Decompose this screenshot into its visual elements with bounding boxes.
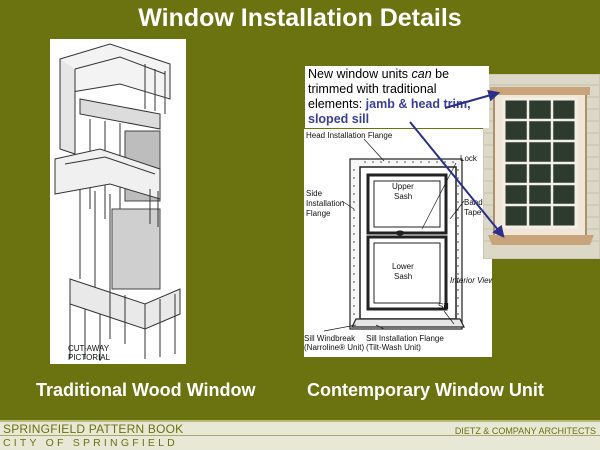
cutaway-label-1: CUT-AWAY	[68, 344, 110, 353]
label-lower-sash-2: Sash	[394, 272, 412, 281]
label-lock: Lock	[460, 154, 478, 163]
label-upper-sash-1: Upper	[392, 182, 414, 191]
contemporary-window-diagram: Head Installation Flange Side Installati…	[304, 129, 492, 357]
label-sill-windbreak-2: (Narroline® Unit)	[304, 343, 364, 352]
footer-rule-top	[0, 420, 600, 422]
note-emphasis: can	[411, 67, 432, 81]
label-upper-sash-2: Sash	[394, 192, 412, 201]
annotation-note: New window units can be trimmed with tra…	[305, 66, 489, 128]
label-sill-install-2: (Tilt-Wash Unit)	[366, 343, 421, 352]
label-interior-view: Interior View	[450, 276, 492, 285]
note-text-2: be trimmed with traditional elements:	[308, 67, 450, 111]
label-lower-sash-1: Lower	[392, 262, 414, 271]
label-sill: Sill	[438, 302, 449, 311]
label-sill-windbreak-1: Sill Windbreak	[304, 334, 356, 343]
caption-contemporary: Contemporary Window Unit	[307, 380, 544, 400]
footer-city: CITY OF SPRINGFIELD	[3, 437, 178, 449]
label-head-flange: Head Installation Flange	[306, 131, 393, 140]
window-photo-illustration	[484, 75, 599, 258]
unit-diagram: Head Installation Flange Side Installati…	[304, 131, 492, 352]
footer-bar: SPRINGFIELD PATTERN BOOK CITY OF SPRINGF…	[0, 420, 600, 450]
cutaway-label-2: PICTORIAL	[68, 353, 111, 362]
note-text-1: New window units	[308, 67, 412, 81]
traditional-window-drawing: CUT-AWAY PICTORIAL	[50, 39, 186, 364]
note-highlight: jamb & head trim, sloped sill	[308, 97, 471, 126]
slide-title: Window Installation Details	[138, 4, 462, 32]
cutaway-sketch: CUT-AWAY PICTORIAL	[54, 43, 181, 362]
label-banding-2: Tape	[464, 208, 482, 217]
installed-window-photo	[483, 74, 600, 259]
label-side-flange-1: Side	[306, 189, 323, 198]
label-sill-install-1: Sill Installation Flange	[366, 334, 444, 343]
label-side-flange-2: Installation	[306, 199, 344, 208]
footer-rule-mid	[0, 435, 600, 436]
footer-pattern-book: SPRINGFIELD PATTERN BOOK	[3, 422, 184, 436]
caption-traditional: Traditional Wood Window	[36, 380, 256, 400]
footer-architects: DIETZ & COMPANY ARCHITECTS	[454, 426, 596, 436]
label-side-flange-3: Flange	[306, 209, 331, 218]
